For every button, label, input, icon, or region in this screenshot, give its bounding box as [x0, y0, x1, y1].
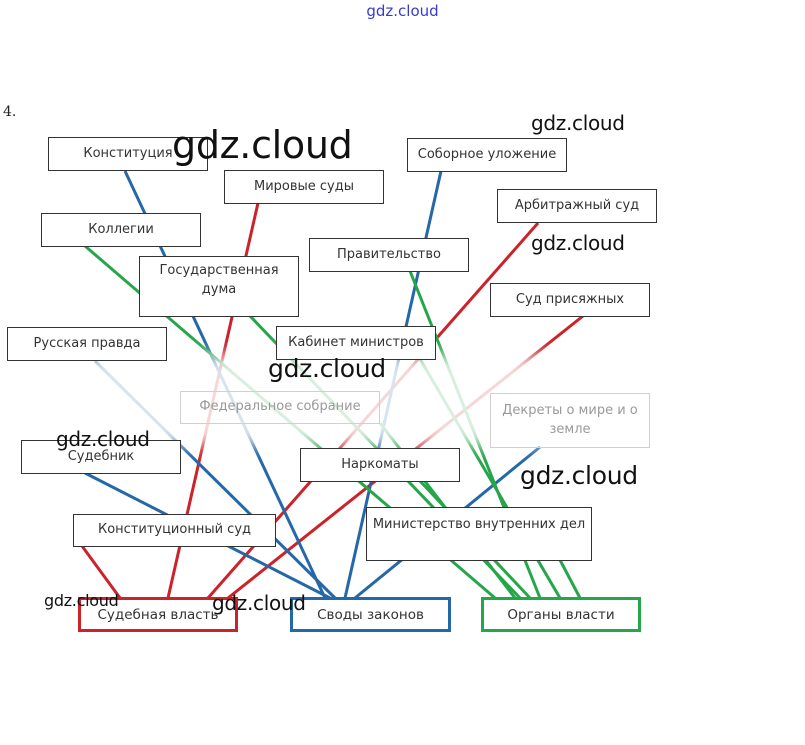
watermark: gdz.cloud: [56, 427, 150, 451]
item-sud-prisyazhnykh: Суд присяжных: [490, 283, 650, 317]
watermark: gdz.cloud: [520, 461, 638, 490]
item-federalnoe-sobranie: Федеральное собрание: [180, 391, 380, 424]
item-kabinet-ministrov: Кабинет министров: [276, 326, 436, 360]
item-gosduma: Государственная дума: [139, 256, 299, 317]
category-bodies: Органы власти: [481, 597, 641, 632]
faded-region: [70, 355, 670, 445]
item-dekrety: Декреты о мире и о земле: [490, 393, 650, 448]
item-konstitutsionny-sud: Конституционный суд: [73, 514, 276, 547]
link-konstitutsionny-sud-judicial: [80, 545, 122, 599]
item-sudebnik: Судебник: [21, 440, 181, 474]
item-sobornoe-ulozhenie: Соборное уложение: [407, 138, 567, 172]
watermark: gdz.cloud: [44, 591, 119, 610]
task-number: 4.: [3, 104, 17, 120]
watermark: gdz.cloud: [172, 123, 353, 167]
item-russkaya-pravda: Русская правда: [7, 327, 167, 361]
category-judicial: Судебная власть: [78, 597, 238, 632]
item-kollegii: Коллегии: [41, 213, 201, 247]
category-codes: Своды законов: [290, 597, 451, 632]
item-pravitelstvo: Правительство: [309, 238, 469, 272]
watermark: gdz.cloud: [268, 354, 386, 383]
link-mvd-bodies: [558, 559, 582, 599]
watermark: gdz.cloud: [212, 591, 306, 615]
item-konstitutsiya: Конституция: [48, 137, 208, 171]
watermark: gdz.cloud: [531, 111, 625, 135]
item-narkomaty: Наркоматы: [300, 448, 460, 482]
item-mvd: Министерство внутренних дел: [366, 507, 592, 561]
item-mirovye-sudy: Мировые суды: [224, 170, 384, 204]
item-arbitrazhny-sud: Арбитражный суд: [497, 189, 657, 223]
watermark: gdz.cloud: [531, 231, 625, 255]
header-watermark: gdz.cloud: [366, 2, 439, 20]
